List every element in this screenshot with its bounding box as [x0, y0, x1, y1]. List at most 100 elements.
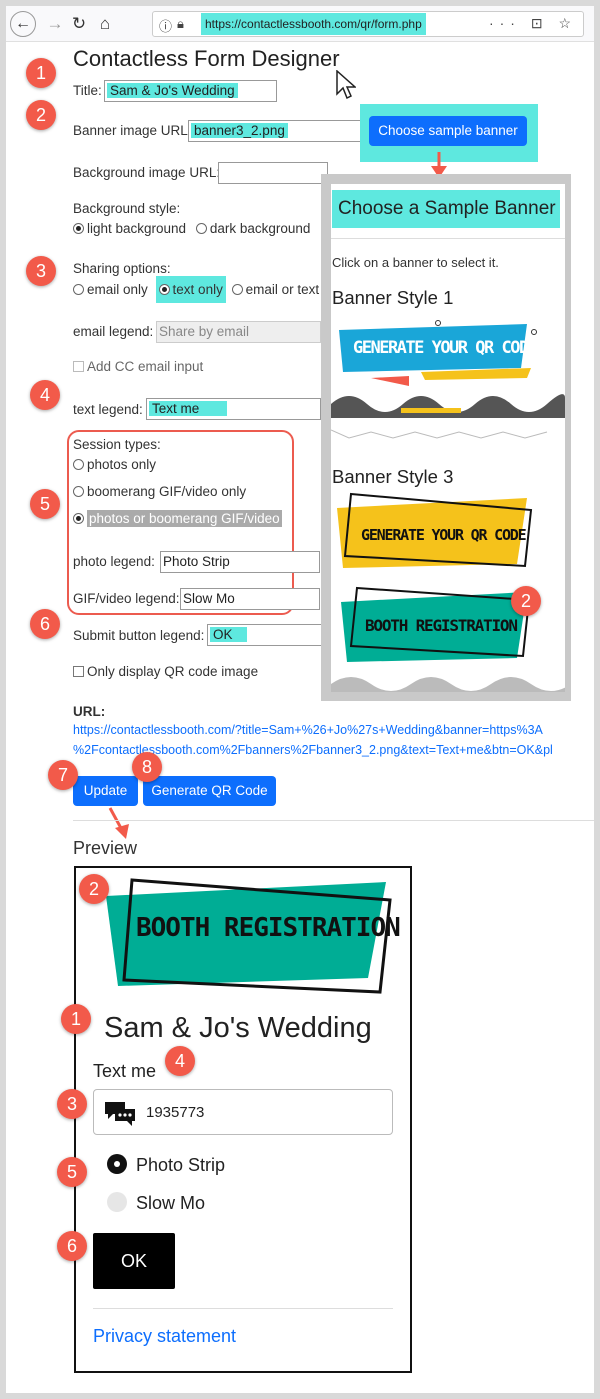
step-badge-5: 5	[30, 489, 60, 519]
step-badge-2: 2	[26, 100, 56, 130]
sample-panel-title: Choose a Sample Banner	[332, 190, 560, 228]
sharing-label: Sharing options:	[73, 261, 171, 276]
submit-legend-label: Submit button legend:	[73, 628, 205, 643]
add-cc-checkbox[interactable]: Add CC email input	[73, 359, 203, 374]
gif-legend-label: GIF/video legend:	[73, 591, 180, 606]
forward-icon[interactable]: →	[46, 14, 64, 33]
address-bar[interactable]: ⓘ 🔒︎ https://contactlessbooth.com/qr/for…	[152, 11, 584, 37]
bg-style-options: light background dark background	[73, 221, 310, 236]
cursor-icon	[336, 70, 356, 100]
choose-sample-banner-button[interactable]: Choose sample banner	[369, 116, 527, 146]
title-label: Title:	[73, 83, 102, 98]
step-badge-4: 4	[30, 380, 60, 410]
banner-style-3-yellow-image[interactable]	[331, 490, 565, 570]
back-icon[interactable]: ←	[10, 11, 36, 37]
panel-badge-2: 2	[511, 586, 541, 616]
reload-icon[interactable]: ↻	[71, 14, 87, 33]
generated-url-line1[interactable]: https://contactlessbooth.com/?title=Sam+…	[73, 723, 543, 737]
browser-toolbar: ← → ↻ ⌂ ⓘ 🔒︎ https://contactlessbooth.co…	[6, 6, 594, 42]
sharing-options: email only text only email or text	[73, 276, 319, 303]
banner-url-value: banner3_2.png	[191, 123, 288, 138]
preview-option-slow-mo[interactable]: Slow Mo	[107, 1192, 205, 1214]
lock-icon: 🔒︎	[177, 16, 184, 31]
banner-style-3-teal-text: BOOTH REGISTRATION	[365, 616, 518, 635]
email-or-text-radio[interactable]: email or text	[231, 282, 319, 297]
page-title: Contactless Form Designer	[73, 46, 340, 71]
preview-option-photo-strip[interactable]: Photo Strip	[107, 1154, 225, 1176]
preview-badge-2: 2	[79, 874, 109, 904]
qr-only-checkbox[interactable]: Only display QR code image	[73, 664, 258, 679]
divider	[73, 820, 594, 821]
preview-badge-4: 4	[165, 1046, 195, 1076]
url-text: https://contactlessbooth.com/qr/form.php	[201, 13, 426, 35]
bg-light-radio[interactable]: light background	[73, 221, 186, 236]
home-icon[interactable]: ⌂	[99, 14, 111, 33]
email-legend-placeholder: Share by email	[159, 324, 250, 339]
email-legend-label: email legend:	[73, 324, 154, 339]
preview-divider	[93, 1308, 393, 1309]
text-only-radio[interactable]: text only	[155, 276, 226, 303]
step-badge-8: 8	[132, 752, 162, 782]
session-both-radio[interactable]: photos or boomerang GIF/video	[73, 510, 282, 527]
screen: ← → ↻ ⌂ ⓘ 🔒︎ https://contactlessbooth.co…	[6, 6, 594, 1393]
text-legend-input[interactable]: Text me	[146, 398, 321, 420]
preview-badge-1: 1	[61, 1004, 91, 1034]
preview-title: Sam & Jo's Wedding	[104, 1012, 372, 1044]
arrow-preview-icon	[108, 807, 129, 839]
banner-url-label: Banner image URL:	[73, 123, 192, 138]
preview-badge-5: 5	[57, 1157, 87, 1187]
banner-wave-decoration	[331, 677, 565, 692]
submit-legend-value: OK	[210, 627, 247, 642]
step-badge-3: 3	[26, 256, 56, 286]
sample-panel-hint: Click on a banner to select it.	[332, 255, 499, 270]
text-legend-label: text legend:	[73, 402, 143, 417]
update-button[interactable]: Update	[73, 776, 138, 806]
preview-ok-button[interactable]: OK	[93, 1233, 175, 1289]
title-input[interactable]: Sam & Jo's Wedding	[104, 80, 277, 102]
sample-banner-panel: Choose a Sample Banner Click on a banner…	[331, 184, 565, 692]
info-icon: ⓘ	[159, 19, 173, 34]
bg-dark-radio[interactable]: dark background	[195, 221, 310, 236]
sms-icon	[105, 1102, 135, 1126]
arrow-down-icon	[431, 152, 447, 178]
generated-url-line2[interactable]: %2Fcontactlessbooth.com%2Fbanners%2Fbann…	[73, 743, 553, 757]
preview-text-legend: Text me	[93, 1061, 157, 1081]
photo-legend-label: photo legend:	[73, 554, 155, 569]
preview-badge-6: 6	[57, 1231, 87, 1261]
email-legend-input[interactable]: Share by email	[156, 321, 321, 343]
preview-phone-value: 1935773	[146, 1104, 205, 1121]
banner-style-3-label: Banner Style 3	[332, 466, 454, 487]
submit-legend-input[interactable]: OK	[207, 624, 322, 646]
preview-frame: BOOTH REGISTRATION Sam & Jo's Wedding Te…	[74, 866, 412, 1373]
preview-badge-3: 3	[57, 1089, 87, 1119]
text-legend-value: Text me	[149, 401, 228, 416]
photo-legend-input[interactable]: Photo Strip	[160, 551, 320, 573]
sample-panel-divider	[331, 238, 565, 239]
privacy-statement-link[interactable]: Privacy statement	[93, 1326, 237, 1346]
bg-image-input[interactable]	[218, 162, 328, 184]
banner-style-3-yellow-text: GENERATE YOUR QR CODE	[361, 526, 527, 544]
page-actions-icons[interactable]: ··· ⊡ ☆	[488, 15, 577, 31]
session-types-highlight-box	[67, 430, 294, 615]
preview-banner-text: BOOTH REGISTRATION	[136, 913, 401, 943]
gif-legend-input[interactable]: Slow Mo	[180, 588, 320, 610]
bg-image-label: Background image URL:	[73, 165, 221, 180]
generate-qr-button[interactable]: Generate QR Code	[143, 776, 276, 806]
banner-style-1-text: GENERATE YOUR QR CODE	[353, 338, 538, 358]
step-badge-1: 1	[26, 58, 56, 88]
preview-heading: Preview	[73, 838, 138, 858]
preview-phone-input[interactable]: 1935773	[93, 1089, 393, 1135]
title-input-value: Sam & Jo's Wedding	[107, 83, 238, 98]
session-photos-only-radio[interactable]: photos only	[73, 457, 156, 472]
banner-url-input[interactable]: banner3_2.png	[188, 120, 368, 142]
banner-style-3-teal-image[interactable]	[331, 584, 565, 674]
banner-style-1-label: Banner Style 1	[332, 287, 454, 308]
banner-style-1-image[interactable]	[331, 318, 565, 458]
step-badge-6: 6	[30, 609, 60, 639]
session-types-label: Session types:	[73, 437, 161, 452]
bg-style-label: Background style:	[73, 201, 181, 216]
email-only-radio[interactable]: email only	[73, 282, 148, 297]
step-badge-7: 7	[48, 760, 78, 790]
url-label: URL:	[73, 704, 106, 719]
session-boomerang-radio[interactable]: boomerang GIF/video only	[73, 484, 246, 499]
